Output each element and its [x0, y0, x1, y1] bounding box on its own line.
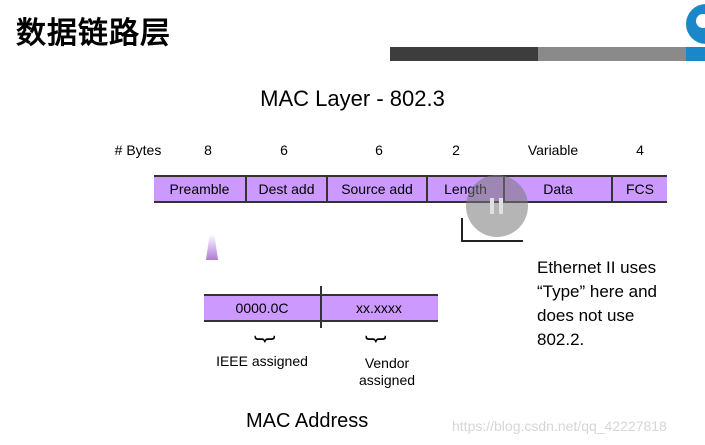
bytes-data: Variable	[527, 142, 579, 158]
mac-vendor-part: xx.xxxx	[356, 300, 402, 316]
bytes-fcs: 4	[636, 142, 644, 158]
field-source-add: Source add	[328, 177, 428, 201]
ethernet-ii-note: Ethernet II uses “Type” here and does no…	[537, 256, 657, 352]
field-data: Data	[505, 177, 613, 201]
bytes-dest-add: 6	[280, 142, 288, 158]
ieee-assigned-label: IEEE assigned	[216, 353, 308, 369]
field-preamble: Preamble	[154, 177, 247, 201]
note-line: does not use	[537, 306, 635, 325]
bytes-length: 2	[452, 142, 460, 158]
expand-marker-shape	[206, 234, 218, 260]
pause-icon[interactable]	[466, 175, 528, 237]
note-arrow-horizontal	[461, 240, 523, 242]
brace-icon: }	[365, 335, 390, 343]
note-line: Ethernet II uses	[537, 258, 657, 277]
note-line: “Type” here and	[537, 282, 658, 301]
watermark-text: https://blog.csdn.net/qq_42227818	[452, 418, 667, 434]
mac-address-caption: MAC Address	[246, 410, 369, 432]
vendor-assigned-label: assigned	[358, 372, 416, 388]
mac-oui-part: 0000.0C	[235, 300, 289, 316]
field-dest-add: Dest add	[247, 177, 328, 201]
header-bar-blue	[686, 47, 705, 61]
bytes-header-label: # Bytes	[114, 142, 162, 158]
mac-divider	[320, 286, 322, 328]
diagram-title: MAC Layer - 802.3	[260, 86, 445, 111]
circle-logo-icon	[686, 4, 705, 44]
bytes-preamble: 8	[204, 142, 212, 158]
note-arrow-vertical	[461, 218, 463, 242]
vendor-label: Vendor	[364, 355, 410, 371]
bytes-source-add: 6	[375, 142, 383, 158]
note-line: 802.2.	[537, 330, 585, 349]
brace-icon: }	[254, 335, 279, 343]
header-bar-dark	[390, 47, 538, 61]
mac-frame-row: Preamble Dest add Source add Length Data…	[154, 175, 667, 203]
header-bar-grey	[538, 47, 686, 61]
field-fcs: FCS	[626, 181, 654, 197]
slide-title: 数据链路层	[16, 16, 171, 51]
